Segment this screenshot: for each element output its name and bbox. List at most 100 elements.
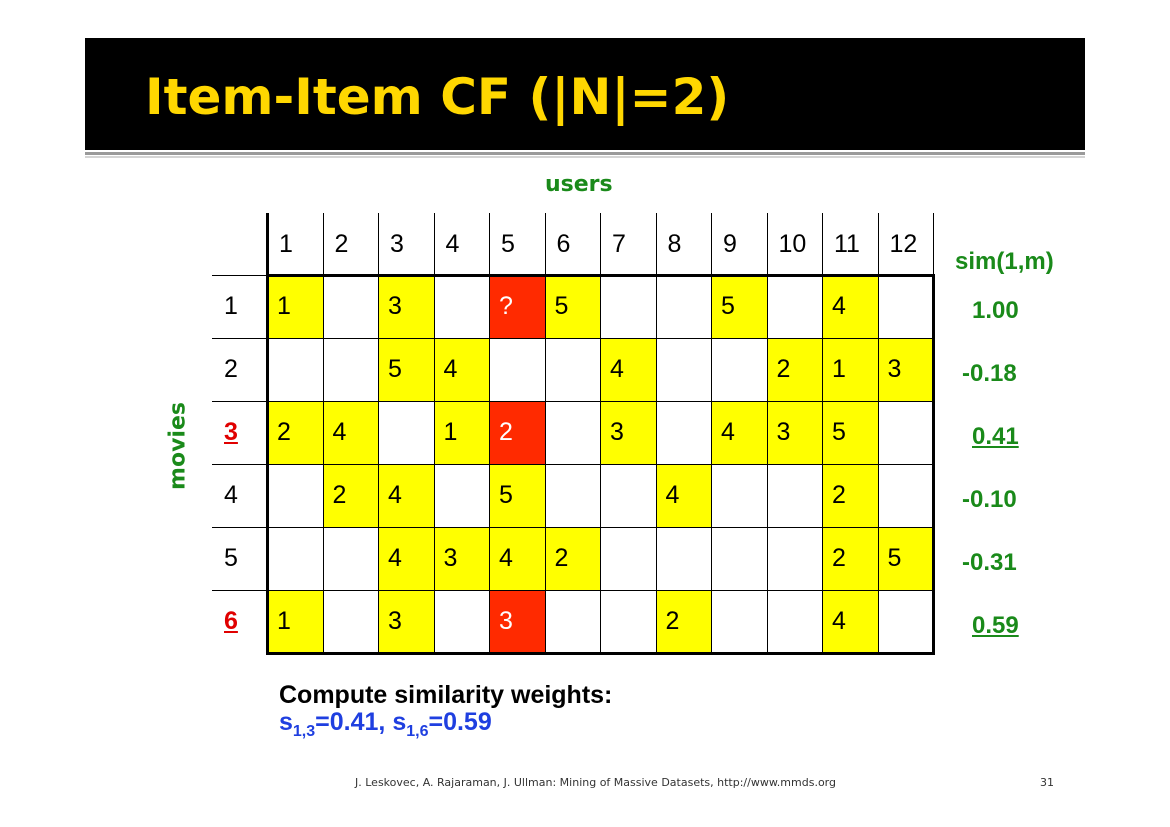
compute-label: Compute similarity weights: bbox=[279, 681, 613, 709]
rating-cell: 4 bbox=[655, 464, 711, 527]
user-column-header: 10 bbox=[778, 229, 807, 258]
rating-cell bbox=[378, 401, 434, 464]
rating-cell bbox=[600, 590, 656, 653]
grid-line bbox=[711, 213, 712, 653]
rating-cell: 4 bbox=[822, 275, 878, 338]
rating-cell: 4 bbox=[378, 527, 434, 590]
matrix-border bbox=[266, 652, 935, 655]
rating-cell bbox=[656, 527, 712, 590]
rating-cell: 2 bbox=[766, 338, 822, 401]
grid-line bbox=[212, 464, 933, 465]
rating-cell bbox=[267, 464, 323, 527]
rating-cell: 2 bbox=[267, 401, 323, 464]
rating-cell: 3 bbox=[877, 338, 933, 401]
similarity-value: 0.41 bbox=[972, 423, 1019, 450]
grid-line bbox=[212, 527, 933, 528]
rating-cell: 4 bbox=[600, 338, 656, 401]
similarity-header: sim(1,m) bbox=[955, 248, 1054, 275]
user-column-header: 8 bbox=[667, 229, 682, 258]
rating-cell: 2 bbox=[544, 527, 600, 590]
rating-cell: 5 bbox=[544, 275, 600, 338]
movie-row-header: 6 bbox=[224, 607, 238, 635]
user-column-header: 11 bbox=[834, 229, 860, 258]
user-column-header: 2 bbox=[334, 229, 349, 258]
rating-cell bbox=[323, 527, 379, 590]
rating-cell: 2 bbox=[489, 401, 545, 464]
user-column-header: 3 bbox=[390, 229, 404, 258]
grid-line bbox=[544, 213, 546, 653]
rating-cell: 5 bbox=[822, 401, 878, 464]
title-divider-shadow bbox=[85, 156, 1085, 158]
rating-cell: 3 bbox=[433, 527, 489, 590]
weights-separator: , bbox=[378, 708, 393, 736]
user-column-header: 4 bbox=[445, 229, 460, 258]
rating-cell bbox=[323, 275, 379, 338]
rating-cell bbox=[767, 590, 823, 653]
grid-line bbox=[822, 213, 823, 653]
rating-cell: 2 bbox=[322, 464, 378, 527]
matrix-border bbox=[266, 274, 935, 277]
matrix-border bbox=[266, 213, 269, 655]
rating-cell bbox=[711, 338, 767, 401]
rating-cell: 5 bbox=[711, 275, 767, 338]
movie-row-header: 2 bbox=[224, 355, 238, 383]
grid-line bbox=[322, 213, 324, 653]
rating-cell bbox=[656, 401, 712, 464]
rating-cell: 5 bbox=[877, 527, 933, 590]
grid-line bbox=[212, 338, 933, 339]
movie-row-header: 1 bbox=[224, 292, 238, 320]
rating-cell: 3 bbox=[378, 275, 434, 338]
rating-cell: 5 bbox=[378, 338, 434, 401]
weight-value: =0.41 bbox=[315, 708, 379, 736]
rating-cell bbox=[323, 590, 379, 653]
rating-cell bbox=[545, 464, 601, 527]
rating-cell bbox=[545, 401, 601, 464]
user-column-header: 9 bbox=[723, 229, 737, 258]
title-bar: Item-Item CF (|N|=2) bbox=[85, 38, 1085, 150]
title-divider bbox=[85, 152, 1085, 155]
similarity-value: -0.31 bbox=[962, 549, 1017, 576]
rating-cell: ? bbox=[489, 275, 545, 338]
rating-cell: 1 bbox=[267, 590, 323, 653]
rating-cell: 2 bbox=[822, 527, 878, 590]
rating-cell: 4 bbox=[378, 464, 434, 527]
rating-cell: 3 bbox=[378, 590, 434, 653]
grid-line bbox=[212, 275, 267, 276]
grid-line bbox=[489, 213, 490, 653]
rating-cell bbox=[656, 275, 712, 338]
rating-cell: 1 bbox=[822, 338, 878, 401]
rating-cell: 1 bbox=[433, 401, 489, 464]
movie-row-header: 3 bbox=[224, 418, 238, 446]
users-axis-label: users bbox=[545, 172, 613, 197]
grid-line bbox=[655, 213, 657, 653]
similarity-value: -0.18 bbox=[962, 360, 1017, 387]
rating-cell: 5 bbox=[489, 464, 545, 527]
page-number: 31 bbox=[1040, 776, 1054, 789]
rating-cell bbox=[323, 338, 379, 401]
grid-line bbox=[600, 213, 601, 653]
rating-cell: 4 bbox=[489, 527, 545, 590]
grid-line bbox=[933, 213, 934, 275]
matrix-border bbox=[932, 274, 935, 655]
rating-cell bbox=[767, 527, 823, 590]
rating-cell bbox=[711, 590, 767, 653]
rating-cell bbox=[878, 401, 934, 464]
grid-line bbox=[433, 213, 435, 653]
grid-line bbox=[877, 213, 879, 653]
rating-cell bbox=[656, 338, 712, 401]
weight-symbol: s bbox=[392, 708, 407, 736]
similarity-value: 0.59 bbox=[972, 612, 1019, 639]
rating-cell bbox=[767, 464, 823, 527]
user-column-header: 12 bbox=[889, 229, 918, 258]
rating-cell bbox=[434, 464, 490, 527]
rating-cell bbox=[434, 590, 490, 653]
movie-row-header: 5 bbox=[224, 544, 238, 572]
user-column-header: 5 bbox=[501, 229, 515, 258]
rating-cell: 3 bbox=[600, 401, 656, 464]
rating-cell bbox=[600, 527, 656, 590]
grid-line bbox=[766, 213, 768, 653]
similarity-value: -0.10 bbox=[962, 486, 1017, 513]
rating-cell: 4 bbox=[433, 338, 489, 401]
rating-cell bbox=[711, 527, 767, 590]
